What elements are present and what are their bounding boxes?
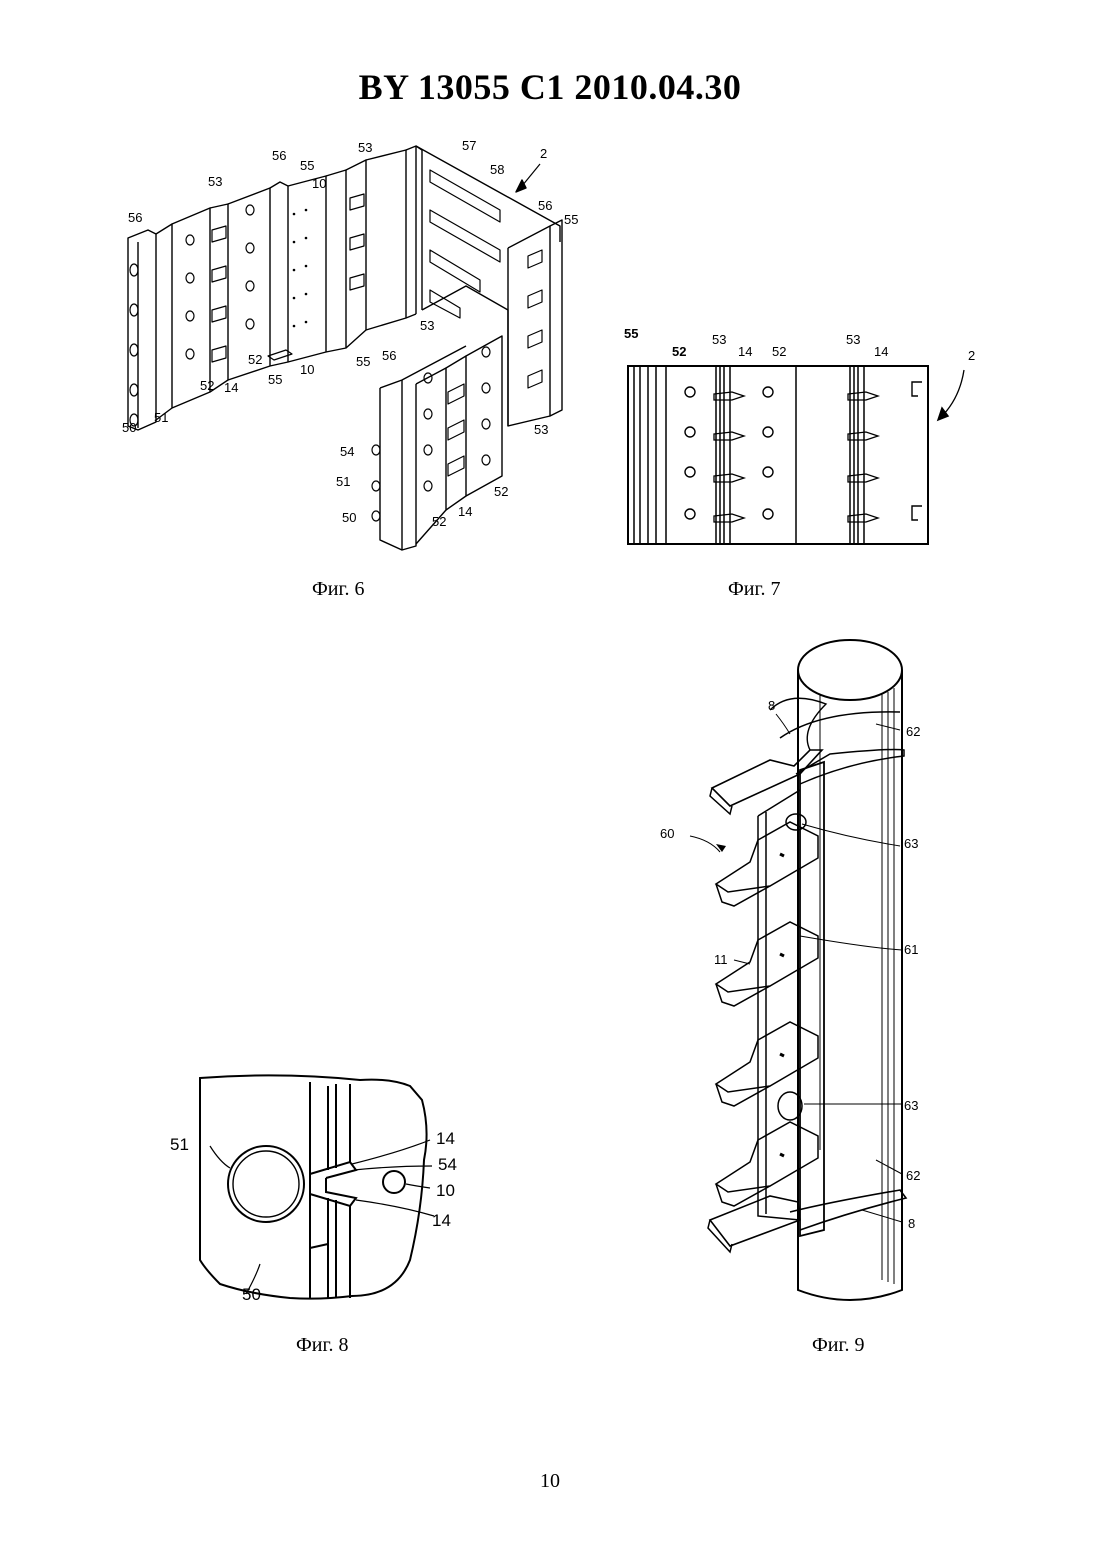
fig9-label: 11 (714, 952, 728, 967)
fig6-label: 10 (300, 362, 314, 377)
fig6-label: 53 (358, 140, 372, 155)
figure-9-drawing: 8 62 60 63 61 11 63 62 8 (650, 630, 980, 1310)
fig6-label: 56 (128, 210, 142, 225)
fig7-label: 52 (772, 344, 786, 359)
fig7-label: 53 (712, 332, 726, 347)
figure-9: 8 62 60 63 61 11 63 62 8 (650, 630, 980, 1310)
fig9-label: 60 (660, 826, 674, 841)
fig7-label: 14 (874, 344, 888, 359)
fig6-label: 53 (420, 318, 434, 333)
fig9-label: 63 (904, 836, 918, 851)
fig7-label: 53 (846, 332, 860, 347)
fig6-label: 2 (540, 146, 547, 161)
fig9-label: 61 (904, 942, 918, 957)
figure-6: 2 57 58 53 56 55 10 53 56 56 55 52 52 14… (110, 130, 590, 560)
fig6-label: 51 (154, 410, 168, 425)
page-number: 10 (0, 1470, 1100, 1493)
fig8-label: 54 (438, 1155, 457, 1174)
fig6-label: 56 (272, 148, 286, 163)
fig6-label: 14 (224, 380, 238, 395)
fig9-label: 8 (908, 1216, 915, 1231)
fig9-label: 8 (768, 698, 775, 713)
fig6-label: 52 (432, 514, 446, 529)
fig6-label: 53 (534, 422, 548, 437)
fig7-label: 2 (968, 348, 975, 363)
fig6-label: 56 (538, 198, 552, 213)
fig6-label: 55 (564, 212, 578, 227)
figure-8-caption: Фиг. 8 (296, 1334, 348, 1357)
fig8-label: 14 (436, 1129, 455, 1148)
fig8-label: 51 (170, 1135, 189, 1154)
fig6-label: 55 (268, 372, 282, 387)
fig6-label: 56 (382, 348, 396, 363)
fig9-label: 63 (904, 1098, 918, 1113)
fig6-label: 50 (122, 420, 136, 435)
fig6-label: 55 (300, 158, 314, 173)
fig8-label: 10 (436, 1181, 455, 1200)
fig6-label: 54 (340, 444, 354, 459)
fig9-label: 62 (906, 1168, 920, 1183)
figure-7-drawing: 55 52 53 14 52 53 14 2 (620, 320, 1000, 550)
fig7-label: 55 (624, 326, 638, 341)
fig9-label: 62 (906, 724, 920, 739)
fig6-label: 50 (342, 510, 356, 525)
fig6-label: 57 (462, 138, 476, 153)
figure-7: 55 52 53 14 52 53 14 2 (620, 320, 1000, 550)
fig7-label: 14 (738, 344, 752, 359)
fig6-label: 52 (494, 484, 508, 499)
fig8-label: 14 (432, 1211, 451, 1230)
fig6-label: 10 (312, 176, 326, 191)
fig6-label: 55 (356, 354, 370, 369)
figure-8: 51 14 54 10 14 50 (160, 1070, 480, 1310)
fig8-label: 50 (242, 1285, 261, 1304)
figure-7-caption: Фиг. 7 (728, 578, 780, 601)
fig6-label: 14 (458, 504, 472, 519)
fig6-label: 58 (490, 162, 504, 177)
fig6-label: 53 (208, 174, 222, 189)
fig6-label: 52 (248, 352, 262, 367)
document-header: BY 13055 C1 2010.04.30 (0, 66, 1100, 108)
figure-6-caption: Фиг. 6 (312, 578, 364, 601)
figure-9-caption: Фиг. 9 (812, 1334, 864, 1357)
fig7-label: 52 (672, 344, 686, 359)
fig6-label: 52 (200, 378, 214, 393)
fig6-label: 51 (336, 474, 350, 489)
figure-6-drawing: 2 57 58 53 56 55 10 53 56 56 55 52 52 14… (110, 130, 590, 560)
figure-8-drawing: 51 14 54 10 14 50 (160, 1070, 480, 1310)
